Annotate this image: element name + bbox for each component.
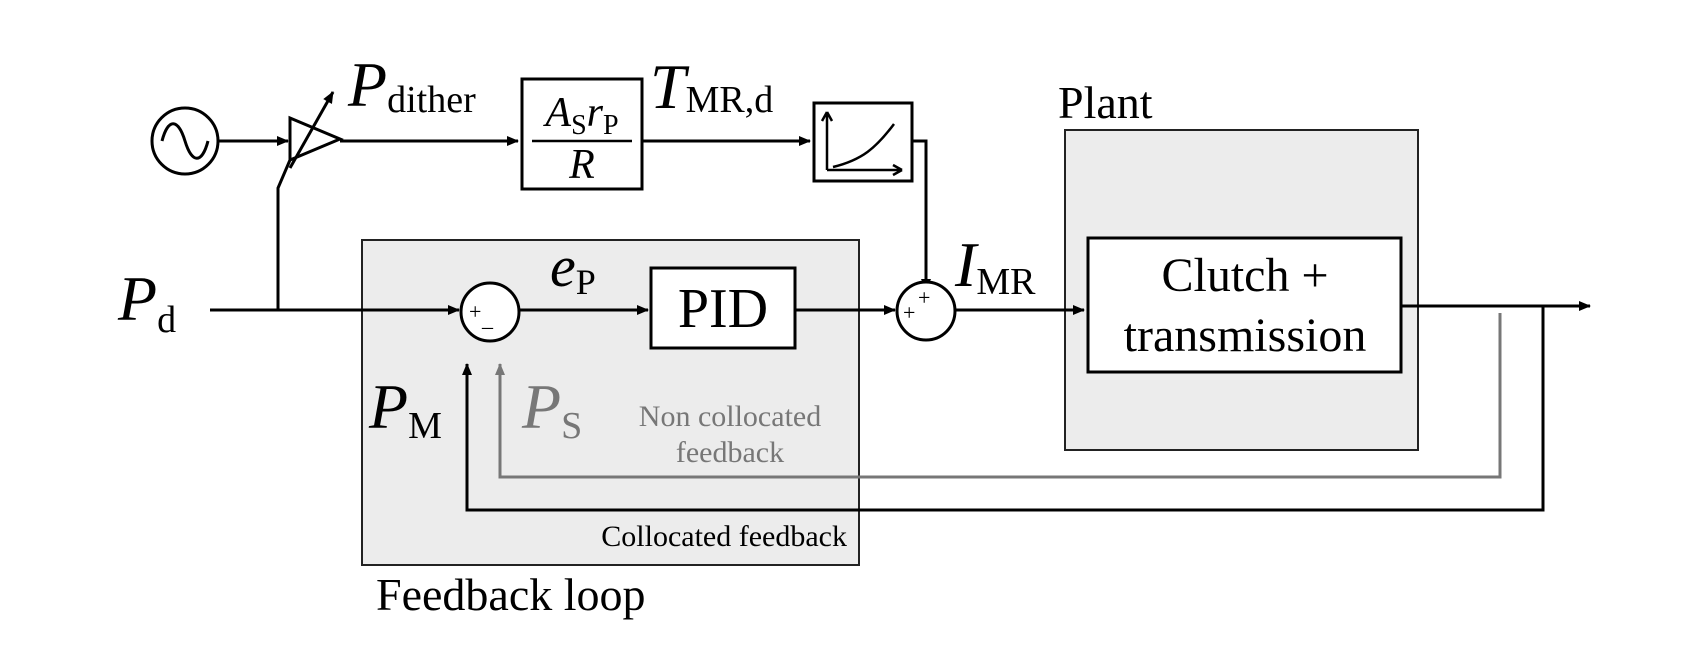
label-noncollocated-line1: Non collocated [639, 400, 821, 433]
clutch-transmission-block [1086, 236, 1403, 374]
plant-block-line2: transmission [1124, 309, 1367, 362]
gain-denominator: R [568, 142, 595, 188]
pid-label: PID [678, 278, 768, 340]
sine-wave-icon [160, 122, 210, 160]
current-sum-left-sign: + [903, 300, 915, 325]
label-noncollocated-line2: feedback [676, 436, 784, 469]
current-sum-top-sign: + [918, 285, 930, 310]
nonlinearity-curve [832, 123, 895, 169]
gain-numerator: ASrP [542, 90, 618, 141]
label-p-m: PM [368, 371, 442, 447]
wire-noncollocated-feedback [495, 313, 1502, 479]
label-i-mr: IMR [954, 229, 1036, 303]
wire-nonlinearity-to-sum [912, 139, 931, 291]
label-p-d: Pd [117, 263, 176, 341]
wire-collocated-feedback [462, 306, 1545, 512]
label-e-p: eP [550, 234, 596, 302]
variable-gain-arrow [288, 91, 335, 169]
error-summing-junction [459, 281, 521, 343]
nonlinearity-y-axis [820, 111, 834, 170]
label-p-dither: Pdither [347, 49, 476, 121]
error-sum-plus-sign: + [469, 299, 481, 324]
label-collocated-feedback: Collocated feedback [601, 520, 847, 553]
variable-gain-triangle [288, 115, 344, 163]
plant-title: Plant [1058, 77, 1153, 128]
pid-controller-block [649, 266, 797, 350]
gain-block [520, 77, 644, 191]
nonlinearity-x-axis [827, 163, 903, 177]
label-p-s: PS [521, 371, 582, 447]
plant-block-line1: Clutch + [1161, 249, 1328, 302]
error-sum-minus-sign: _ [481, 306, 494, 331]
wire-pd-to-gain [276, 159, 292, 310]
label-t-mr-d: TMR,d [650, 51, 773, 122]
feedback-loop-title: Feedback loop [376, 569, 646, 620]
